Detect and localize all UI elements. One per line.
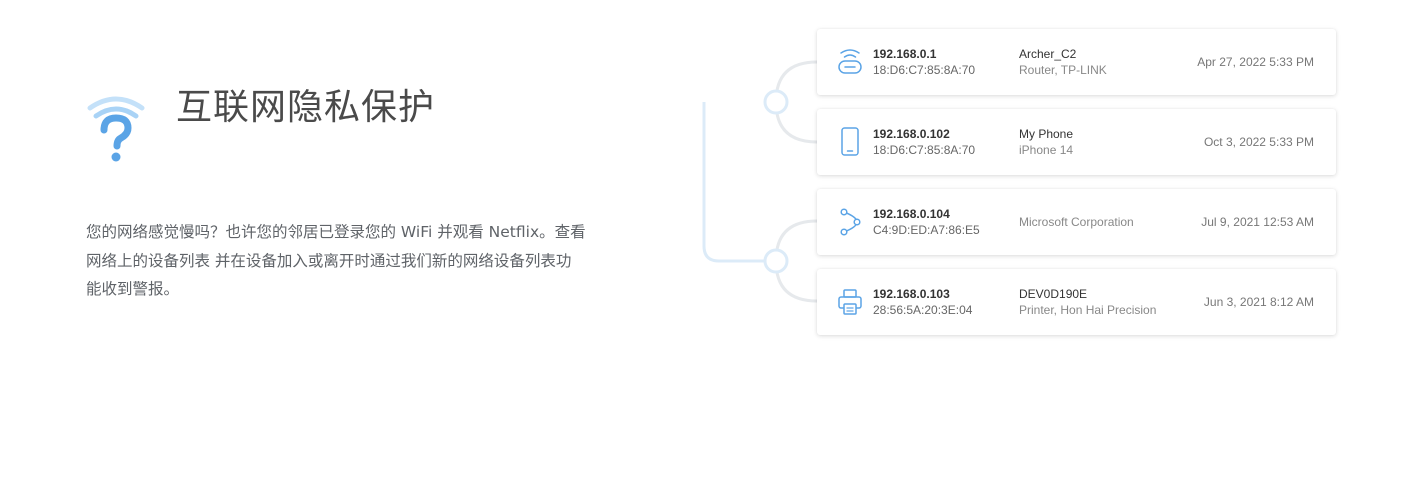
- device-date: Oct 3, 2022 5:33 PM: [1203, 135, 1314, 149]
- router-icon: [835, 47, 865, 77]
- device-vendor: Router, TP-LINK: [1019, 63, 1107, 77]
- device-ip: 192.168.0.102: [873, 127, 950, 141]
- device-name: My Phone: [1019, 127, 1074, 141]
- device-card[interactable]: 192.168.0.1 18:D6:C7:85:8A:70 Archer_C2 …: [817, 29, 1336, 95]
- device-mac: 18:D6:C7:85:8A:70: [873, 143, 976, 157]
- device-card[interactable]: 192.168.0.103 28:56:5A:20:3E:04 DEV0D190…: [817, 269, 1336, 335]
- network-connector-graphic: [634, 60, 818, 303]
- device-mac: 28:56:5A:20:3E:04: [873, 303, 973, 317]
- page-title: 互联网隐私保护: [176, 87, 436, 128]
- device-date: Jul 9, 2021 12:53 AM: [1201, 215, 1314, 229]
- device-mac: C4:9D:ED:A7:86:E5: [873, 223, 980, 237]
- device-date: Jun 3, 2021 8:12 AM: [1203, 295, 1314, 309]
- device-vendor: Printer, Hon Hai Precision: [1019, 303, 1157, 317]
- device-ip: 192.168.0.104: [873, 207, 950, 221]
- device-ip: 192.168.0.1: [873, 47, 937, 61]
- device-ip: 192.168.0.103: [873, 287, 950, 301]
- device-date: Apr 27, 2022 5:33 PM: [1197, 55, 1314, 69]
- wifi-question-icon: [84, 96, 148, 166]
- phone-icon: [835, 127, 865, 157]
- device-name: DEV0D190E: [1019, 287, 1088, 301]
- feature-description: 您的网络感觉慢吗？也许您的邻居已登录您的 WiFi 并观看 Netflix。查看…: [86, 223, 586, 298]
- device-card[interactable]: 192.168.0.102 18:D6:C7:85:8A:70 My Phone…: [817, 109, 1336, 175]
- device-card[interactable]: 192.168.0.104 C4:9D:ED:A7:86:E5 Microsof…: [817, 189, 1336, 255]
- printer-icon: [835, 287, 865, 317]
- device-vendor: iPhone 14: [1019, 143, 1074, 157]
- network-node-icon: [835, 207, 865, 237]
- device-name: Archer_C2: [1019, 47, 1077, 61]
- device-mac: 18:D6:C7:85:8A:70: [873, 63, 976, 77]
- device-vendor: Microsoft Corporation: [1019, 215, 1134, 229]
